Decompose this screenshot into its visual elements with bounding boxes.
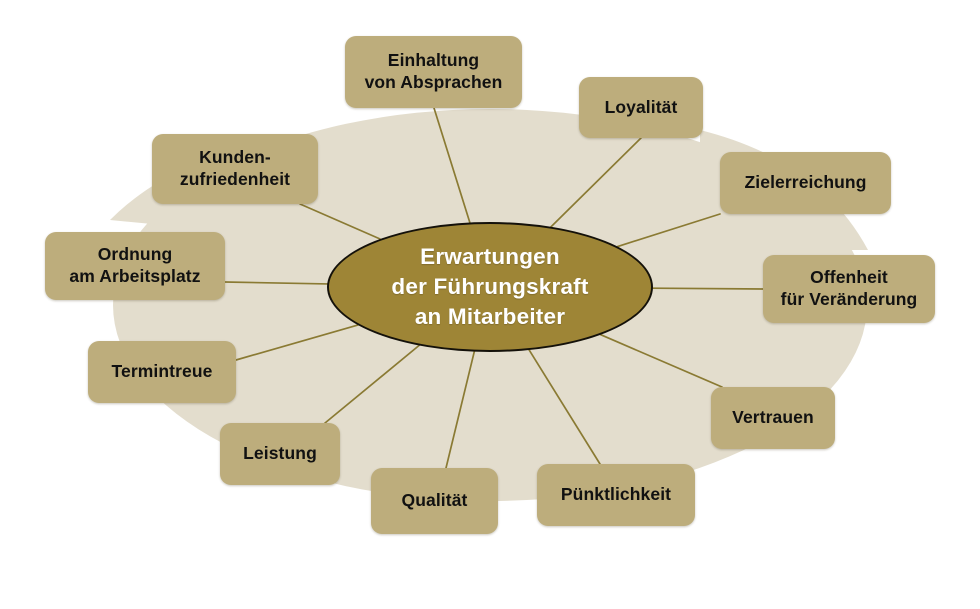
connector-vertrauen (599, 333, 723, 388)
node-zielerreichung[interactable]: Zielerreichung (720, 152, 891, 214)
node-termintreue[interactable]: Termintreue (88, 341, 236, 403)
node-kunden-zufriedenheit[interactable]: Kunden- zufriedenheit (152, 134, 318, 204)
connector-loyalitaet (550, 137, 642, 228)
center-node-erwartungen[interactable]: Erwartungen der Führungskraft an Mitarbe… (327, 222, 653, 352)
connector-ordnung-am-arbeitsplatz (224, 281, 329, 285)
connector-puenktlichkeit (528, 349, 601, 465)
node-leistung[interactable]: Leistung (220, 423, 340, 485)
connector-termintreue (235, 324, 359, 361)
connector-offenheit-fuer-veraenderung (652, 287, 764, 290)
connector-lines (224, 107, 764, 469)
connector-zielerreichung (616, 213, 721, 248)
connector-leistung (324, 344, 420, 424)
node-vertrauen[interactable]: Vertrauen (711, 387, 835, 449)
node-qualitaet[interactable]: Qualität (371, 468, 498, 534)
connector-kunden-zufriedenheit (299, 203, 381, 240)
node-ordnung-am-arbeitsplatz[interactable]: Ordnung am Arbeitsplatz (45, 232, 225, 300)
connector-qualitaet (445, 350, 476, 469)
node-offenheit-fuer-veraenderung[interactable]: Offenheit für Veränderung (763, 255, 935, 323)
connector-einhaltung-von-absprachen (433, 107, 471, 224)
node-loyalitaet[interactable]: Loyalität (579, 77, 703, 138)
node-einhaltung-von-absprachen[interactable]: Einhaltung von Absprachen (345, 36, 522, 108)
node-puenktlichkeit[interactable]: Pünktlichkeit (537, 464, 695, 526)
